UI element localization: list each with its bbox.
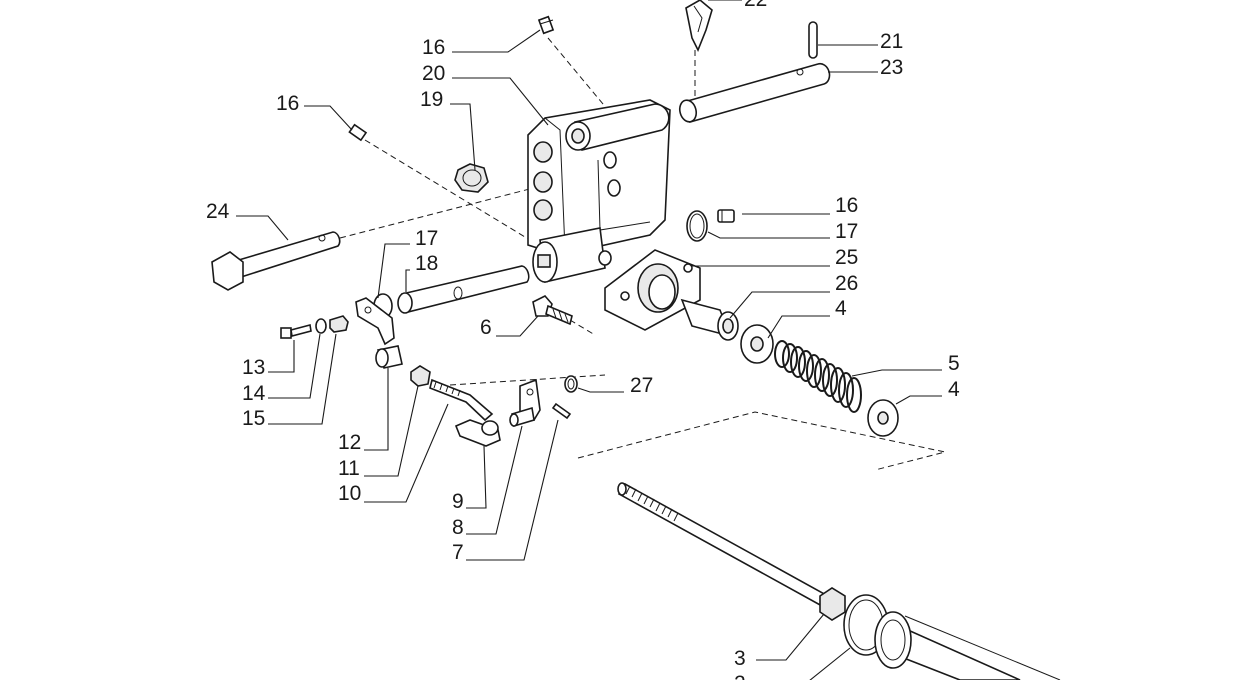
part-19-nut	[454, 163, 489, 193]
callout-12: 12	[338, 431, 361, 454]
callout-5: 5	[948, 352, 960, 375]
part-26-bushing	[680, 298, 739, 341]
callout-leader-lines	[236, 0, 942, 680]
part-4-washer-lower	[867, 399, 899, 437]
callout-16-top: 16	[422, 36, 445, 59]
part-11-nut	[410, 365, 431, 387]
callout-9: 9	[452, 490, 464, 513]
callout-23: 23	[880, 56, 903, 79]
callout-4-lower: 4	[948, 378, 960, 401]
part-4-washer-upper	[740, 324, 774, 364]
assembly-axis-lines	[339, 37, 946, 471]
callout-24: 24	[206, 200, 230, 223]
part-20-main-bracket	[527, 99, 671, 283]
part-7-pin	[551, 402, 572, 420]
callout-10: 10	[338, 482, 361, 505]
part-15-nut	[329, 315, 349, 333]
part-27-ring	[564, 375, 578, 393]
callout-26: 26	[835, 272, 858, 295]
part-12-lever-arm	[355, 297, 403, 369]
part-25-flange	[604, 249, 701, 331]
callout-7: 7	[452, 541, 464, 564]
callout-27: 27	[630, 374, 653, 397]
part-6-bolt	[532, 295, 573, 326]
callout-15: 15	[242, 407, 265, 430]
part-18-pin	[397, 265, 530, 314]
callout-16-right: 16	[835, 194, 858, 217]
callout-2: 2	[734, 672, 746, 680]
part-14-washer	[315, 318, 327, 334]
part-3-tie-rod	[617, 482, 846, 621]
callout-4-upper: 4	[835, 297, 847, 320]
part-16-grease-nipple-left	[348, 123, 368, 142]
part-16-grease-nipple-top	[537, 15, 555, 35]
callout-17-left: 17	[415, 227, 438, 250]
callout-25: 25	[835, 246, 858, 269]
callout-18: 18	[415, 252, 438, 275]
callout-labels: 22 16 21 23 20 16 19 24 16 17 17 18 25 2…	[206, 0, 960, 680]
part-10-threaded-rod	[429, 378, 494, 422]
part-23-long-pin	[678, 62, 831, 123]
part-5-spring	[774, 340, 862, 413]
part-13-bolt	[280, 324, 312, 339]
callout-11: 11	[338, 457, 360, 480]
part-22-clip	[685, 0, 713, 52]
callout-6: 6	[480, 316, 492, 339]
callout-20: 20	[422, 62, 445, 85]
callout-8: 8	[452, 516, 464, 539]
part-9-clamp	[454, 419, 501, 447]
callout-21: 21	[880, 30, 903, 53]
callout-16-left: 16	[276, 92, 299, 115]
callout-19: 19	[420, 88, 443, 111]
part-21-roll-pin	[808, 21, 818, 59]
part-24-headed-pin	[211, 231, 341, 291]
part-17-o-ring-right	[686, 210, 708, 242]
callout-14: 14	[242, 382, 266, 405]
callout-22: 22	[744, 0, 767, 11]
callout-17-right: 17	[835, 220, 858, 243]
callout-3: 3	[734, 647, 746, 670]
part-1-cylinder-tube	[874, 611, 1061, 680]
part-16-grease-nipple-right	[717, 209, 735, 223]
callout-13: 13	[242, 356, 265, 379]
part-8-fork-bracket	[509, 378, 541, 428]
